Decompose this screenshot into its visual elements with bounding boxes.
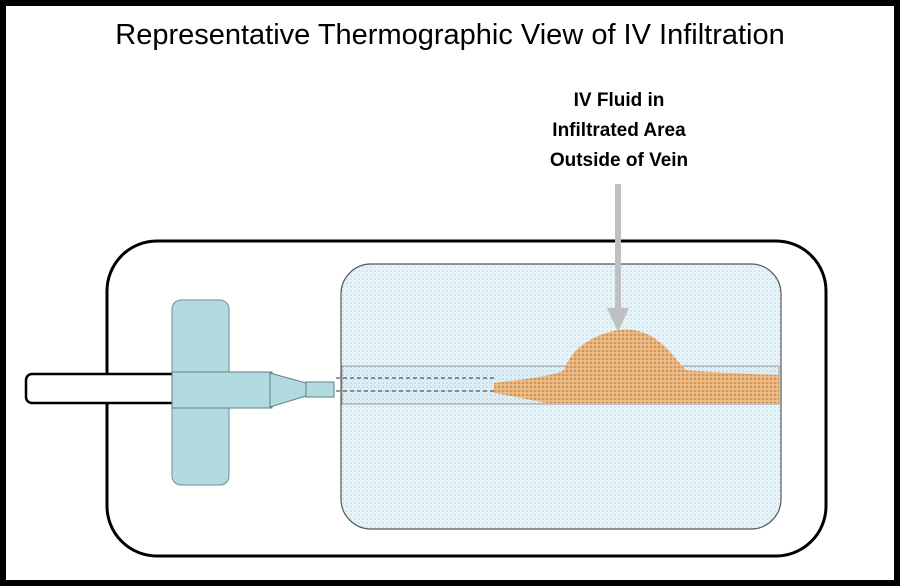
catheter-tip: [305, 381, 335, 398]
callout-line-3: Outside of Vein: [549, 150, 689, 171]
figure-title: Representative Thermographic View of IV …: [115, 19, 785, 51]
callout-line-1: IV Fluid in: [573, 90, 665, 111]
callout-line-2: Infiltrated Area: [552, 120, 686, 141]
iv-tubing: [24, 372, 188, 405]
callout-label: IV Fluid in Infiltrated Area Outside of …: [514, 86, 724, 176]
catheter-hub-body: [171, 371, 273, 409]
figure-frame: Representative Thermographic View of IV …: [6, 6, 894, 580]
infiltration-diagram: [24, 184, 828, 558]
infiltrated-fluid: [494, 329, 779, 403]
arrow-down-icon: [607, 184, 629, 332]
